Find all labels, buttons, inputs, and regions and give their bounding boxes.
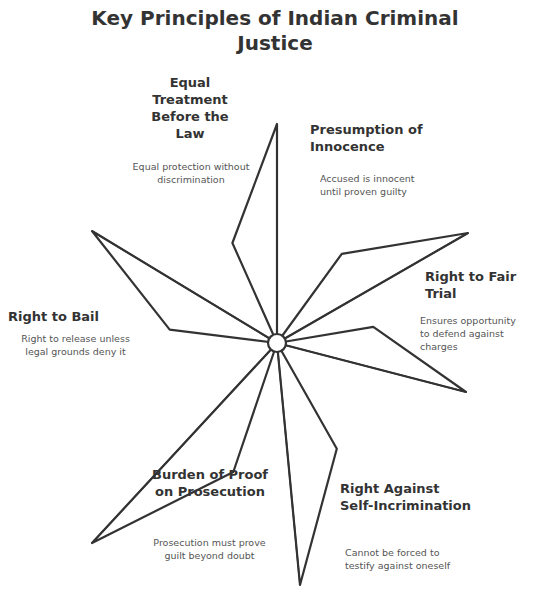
hub-circle — [268, 334, 286, 352]
star-blade — [232, 124, 277, 343]
principle-heading: Right to Fair Trial — [425, 268, 540, 302]
principle-description: Accused is innocent until proven guilty — [320, 172, 420, 198]
principle-description: Equal protection without discrimination — [132, 160, 250, 186]
principle-heading: Burden of Proof on Prosecution — [150, 466, 270, 500]
blade-ridge — [92, 343, 277, 543]
star-blade — [92, 231, 277, 343]
principle-heading: Equal Treatment Before the Law — [140, 74, 240, 142]
principle-description: Ensures opportunity to defend against ch… — [420, 314, 525, 353]
star-blade — [92, 343, 277, 543]
principle-description: Right to release unless legal grounds de… — [18, 332, 133, 358]
principle-description: Cannot be forced to testify against ones… — [345, 546, 465, 572]
principle-heading: Right to Bail — [8, 308, 138, 325]
diagram-title: Key Principles of Indian Criminal Justic… — [60, 6, 490, 56]
blade-ridge — [277, 343, 300, 585]
principle-heading: Right Against Self-Incrimination — [340, 480, 475, 514]
principle-heading: Presumption of Innocence — [310, 121, 430, 155]
blade-ridge — [276, 124, 278, 343]
principle-description: Prosecution must prove guilt beyond doub… — [142, 536, 277, 562]
blade-ridge — [92, 231, 277, 343]
star-blade — [277, 343, 337, 585]
